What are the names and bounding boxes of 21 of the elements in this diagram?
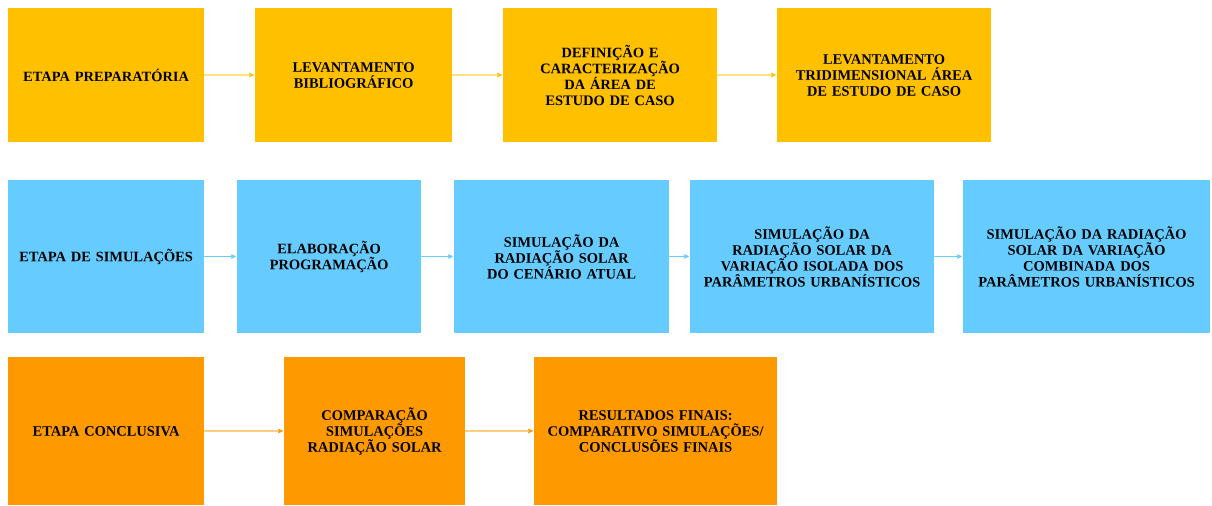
process-box: ELABORAÇÃO PROGRAMAÇÃO bbox=[237, 180, 421, 333]
process-box: SIMULAÇÃO DA RADIAÇÃO SOLAR DA VARIAÇÃO COMBINADA DOS PARÂMETROS URBANÍSTICOS bbox=[963, 180, 1210, 333]
process-box: SIMULAÇÃO DA RADIAÇÃO SOLAR DO CENÁRIO ATUAL bbox=[454, 180, 669, 333]
arrow bbox=[668, 254, 690, 259]
process-box: RESULTADOS FINAIS: COMPARATIVO SIMULAÇÕES/ CONCLUSÕES FINAIS bbox=[534, 357, 777, 505]
arrow bbox=[203, 72, 255, 78]
process-box: ETAPA DE SIMULAÇÕES bbox=[8, 180, 204, 333]
process-box: COMPARAÇÃO SIMULAÇÕES RADIAÇÃO SOLAR bbox=[284, 357, 465, 505]
process-box: LEVANTAMENTO BIBLIOGRÁFICO bbox=[255, 8, 452, 142]
arrow bbox=[203, 428, 284, 434]
process-box: SIMULAÇÃO DA RADIAÇÃO SOLAR DA VARIAÇÃO ISOLADA DOS PARÂMETROS URBANÍSTICOS bbox=[690, 180, 934, 333]
arrow bbox=[933, 254, 963, 259]
arrow bbox=[451, 72, 503, 78]
arrow bbox=[420, 254, 454, 259]
process-box: LEVANTAMENTO TRIDIMENSIONAL ÁREA DE ESTUDO DE CASO bbox=[777, 8, 991, 142]
process-box: ETAPA CONCLUSIVA bbox=[8, 357, 204, 505]
arrow bbox=[464, 428, 534, 434]
arrow bbox=[716, 72, 777, 78]
process-box: ETAPA PREPARATÓRIA bbox=[8, 8, 204, 142]
process-box: DEFINIÇÃO E CARACTERIZAÇÃO DA ÁREA DE ESTUDO DE CASO bbox=[503, 8, 717, 142]
arrow bbox=[203, 254, 237, 259]
